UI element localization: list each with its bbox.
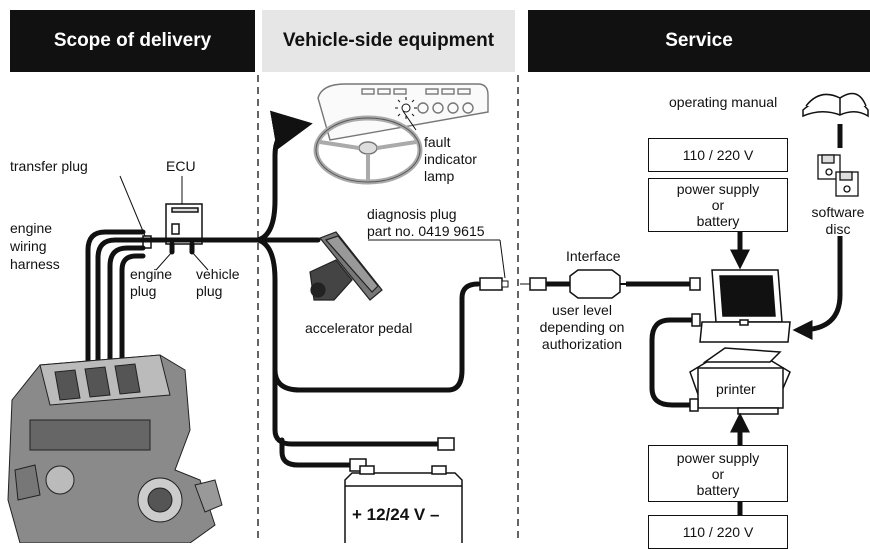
fault-lamp-line-2: indicator [424, 151, 477, 167]
engine-wiring-line-1: engine [10, 220, 53, 236]
engine-wiring-line-3: harness [10, 256, 60, 272]
printer-icon [689, 347, 791, 415]
user-level-line-3: authorization [541, 336, 623, 352]
book-icon [802, 92, 869, 118]
diagnosis-plug-line-1: diagnosis plug [367, 206, 457, 222]
engine-wiring-harness-label: engine wiring harness [10, 219, 60, 273]
engine-icon [7, 354, 223, 543]
software-disc-line-1: software [811, 204, 865, 220]
power-bottom-line-3: battery [696, 481, 740, 498]
header-vehicle-label: Vehicle-side equipment [282, 30, 495, 51]
engine-plug-line-2: plug [130, 283, 157, 299]
ecu-box-icon [165, 203, 203, 245]
plug-icon [437, 437, 455, 451]
battery-icon [344, 465, 463, 543]
operating-manual-label: operating manual [669, 94, 778, 110]
voltage-box-top: 110 / 220 V [648, 138, 788, 172]
user-level-label: user level depending on authorization [528, 302, 636, 353]
diagnosis-plug-icon [479, 277, 503, 291]
accelerator-pedal-icon [309, 231, 383, 301]
fault-lamp-line-1: fault [424, 134, 451, 150]
laptop-icon [699, 269, 791, 343]
wiring-harness [85, 110, 481, 468]
header-service-label: Service [665, 30, 733, 51]
diagnosis-plug-line-2: part no. 0419 9615 [367, 223, 485, 239]
software-disc-line-2: disc [825, 221, 851, 237]
header-service: Service [528, 10, 870, 72]
steering-wheel-dashboard-icon [313, 83, 489, 185]
engine-plug-line-1: engine [130, 266, 173, 282]
diagnosis-plug-label: diagnosis plug part no. 0419 9615 [367, 206, 485, 240]
interface-adapter-icon [520, 269, 701, 299]
engine-plug-label: engine plug [130, 266, 172, 300]
interface-label: Interface [566, 248, 621, 264]
fault-lamp-icon [395, 97, 417, 119]
vehicle-plug-line-2: plug [196, 283, 223, 299]
vehicle-plug-label: vehicle plug [196, 266, 240, 300]
accelerator-pedal-label: accelerator pedal [305, 320, 413, 336]
fault-indicator-lamp-label: fault indicator lamp [424, 134, 477, 185]
voltage-top-text: 110 / 220 V [682, 147, 754, 163]
header-scope-of-delivery: Scope of delivery [10, 10, 255, 72]
printer-label: printer [716, 381, 756, 397]
power-top-line-3: battery [696, 213, 740, 229]
user-level-line-2: depending on [539, 319, 625, 335]
engine-wiring-line-2: wiring [10, 238, 47, 254]
user-level-line-1: user level [552, 302, 612, 318]
ecu-label: ECU [166, 158, 196, 174]
voltage-box-bottom: 110 / 220 V [648, 515, 788, 549]
power-top-line-1: power supply [676, 181, 760, 197]
power-bottom-line-2: or [711, 465, 725, 482]
power-supply-box-bottom: power supply or battery [648, 445, 788, 502]
voltage-bottom-text: 110 / 220 V [682, 524, 754, 540]
power-bottom-line-1: power supply [676, 449, 760, 466]
header-vehicle-side-equipment: Vehicle-side equipment [262, 10, 515, 72]
floppy-disc-icon [817, 154, 859, 197]
transfer-plug-label: transfer plug [10, 158, 88, 174]
battery-label: + 12/24 V – [352, 505, 440, 524]
vehicle-plug-line-1: vehicle [196, 266, 240, 282]
header-scope-label: Scope of delivery [53, 30, 212, 51]
fault-lamp-line-3: lamp [424, 168, 455, 184]
software-disc-label: software disc [808, 204, 868, 238]
power-top-line-2: or [711, 197, 725, 213]
power-supply-box-top: power supply or battery [648, 178, 788, 232]
